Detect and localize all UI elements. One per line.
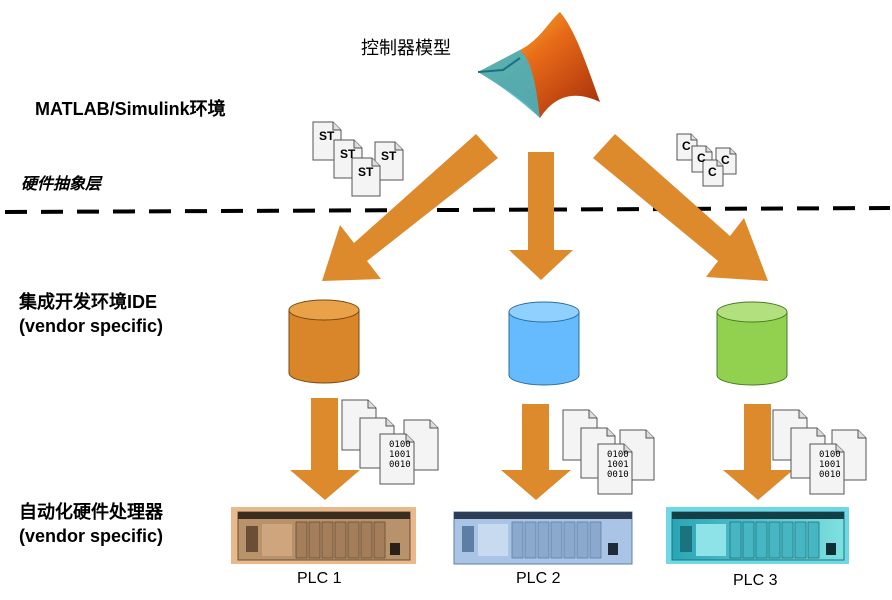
ide-label-line1: 集成开发环境IDE	[19, 292, 158, 312]
arrow-to-ide-3	[593, 134, 768, 281]
matlab-environment-label: MATLAB/Simulink环境	[35, 99, 226, 119]
c-file-text: C	[708, 165, 717, 179]
plc-label-3: PLC 3	[733, 572, 778, 589]
matlab-logo-icon	[477, 12, 600, 118]
ide-cylinder-3	[716, 301, 788, 386]
hw-processor-label-line1: 自动化硬件处理器	[19, 502, 163, 522]
c-file-text: C	[721, 153, 730, 167]
plc-rack-1	[231, 507, 416, 564]
st-file-text: ST	[319, 129, 335, 143]
ide-cylinder-2	[508, 301, 580, 386]
ide-label-line2: (vendor specific)	[19, 316, 164, 336]
arrow-to-ide-1	[322, 134, 498, 281]
arrow-to-ide-2	[509, 152, 573, 280]
hw-processor-label-line2: (vendor specific)	[19, 526, 164, 546]
arrow-to-plc-2	[501, 404, 571, 500]
st-file-text: ST	[381, 149, 397, 163]
c-file-text: C	[697, 151, 706, 165]
ide-cylinder-1	[288, 299, 360, 384]
arrow-to-plc-3	[723, 404, 793, 500]
hardware-abstraction-divider	[4, 206, 891, 214]
plc-rack-3	[666, 507, 849, 564]
arrow-to-plc-1	[290, 398, 360, 500]
c-file-text: C	[682, 139, 691, 153]
plc-label-1: PLC 1	[297, 570, 342, 587]
st-file-text: ST	[340, 147, 356, 161]
controller-model-label: 控制器模型	[361, 38, 451, 58]
plc-rack-2	[453, 511, 633, 565]
hardware-abstraction-label: 硬件抽象层	[21, 176, 102, 193]
st-file-text: ST	[358, 165, 374, 179]
plc-label-2: PLC 2	[516, 570, 561, 587]
